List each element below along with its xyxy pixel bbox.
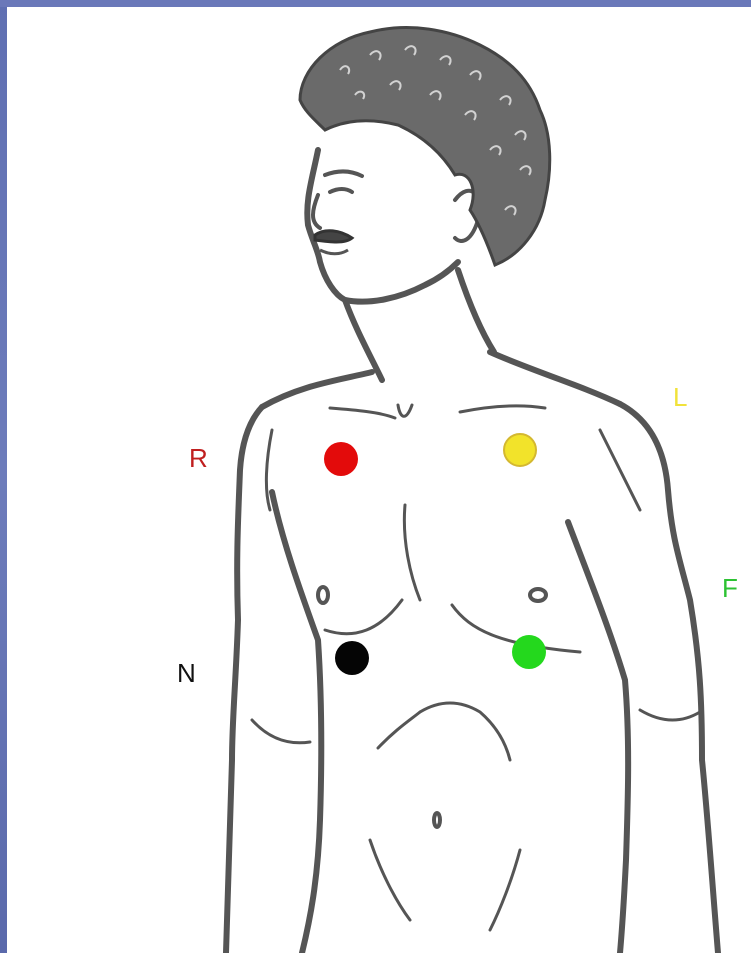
shoulder-left: [262, 372, 372, 407]
navel: [434, 813, 440, 827]
torso-outline-left: [226, 407, 262, 953]
hair: [300, 28, 550, 265]
mustache: [315, 231, 352, 242]
clavicle-left: [330, 408, 395, 418]
arm-inner-right: [568, 522, 628, 953]
electrode-right-arm: [324, 442, 358, 476]
nose: [313, 195, 320, 228]
label-left-leg: F: [722, 575, 738, 601]
label-right-arm: R: [189, 445, 208, 471]
eye: [330, 189, 352, 192]
nipple-right: [530, 589, 546, 601]
abdomen-upper: [420, 703, 510, 760]
label-left-arm: L: [673, 384, 687, 410]
electrode-left-arm: [503, 433, 537, 467]
neck-left: [345, 300, 382, 380]
torso-outline-right: [620, 404, 718, 953]
pectoral-left: [325, 600, 402, 634]
electrode-left-leg: [512, 635, 546, 669]
abdomen-left: [378, 712, 420, 748]
clavicle-right: [460, 406, 545, 412]
abdomen-lower-left: [370, 840, 410, 920]
mouth: [320, 250, 348, 254]
nipple-left: [318, 587, 328, 603]
deltoid-right: [600, 430, 640, 510]
label-neutral: N: [177, 660, 196, 686]
waist-right: [640, 710, 700, 720]
abdomen-lower-right: [490, 850, 520, 930]
waist-left: [252, 720, 310, 743]
facial-features: [313, 171, 362, 228]
shoulder-right: [490, 352, 620, 404]
arm-inner-left: [272, 492, 321, 953]
eyebrow: [325, 171, 362, 176]
sternum-line: [404, 505, 420, 600]
neck-right: [458, 270, 494, 352]
sternal-notch: [398, 405, 412, 416]
electrode-neutral: [335, 641, 369, 675]
